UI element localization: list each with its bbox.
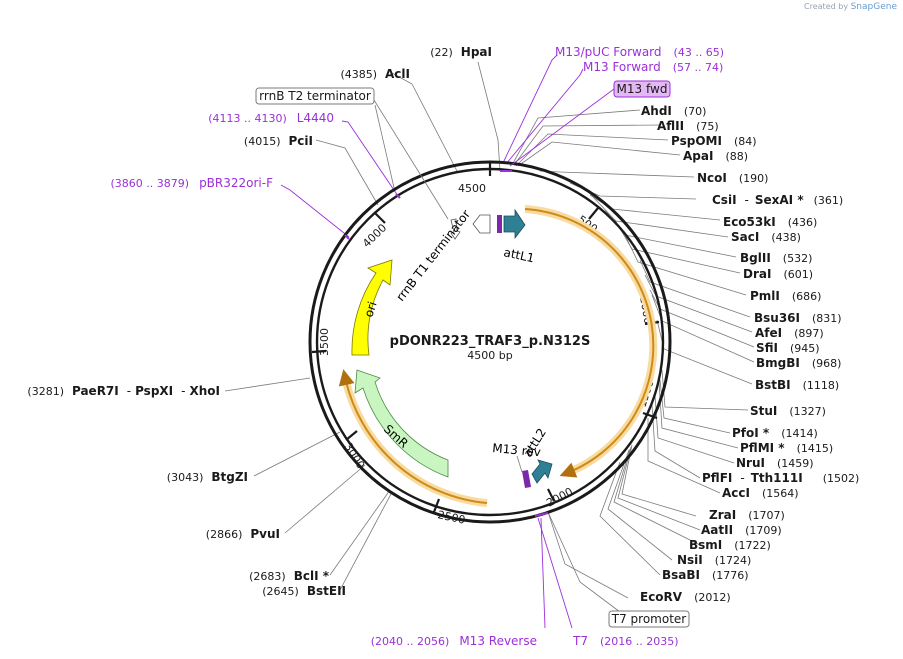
attl2-feature bbox=[531, 459, 553, 484]
m13-fwd-leader bbox=[509, 88, 615, 167]
primer-m13puc-forward: M13/pUC Forward(43 .. 65) bbox=[555, 45, 724, 59]
enzyme-label-aflii: AflII(75) bbox=[657, 119, 719, 133]
tick-marks bbox=[311, 162, 660, 513]
enzyme-label-bglii: BglII(532) bbox=[740, 251, 812, 265]
enzyme-label-pspomi: PspOMI(84) bbox=[671, 134, 757, 148]
attl2-marker bbox=[522, 470, 531, 488]
primer-l4440: (4113 .. 4130)L4440 bbox=[208, 111, 334, 125]
orf-arc bbox=[338, 205, 658, 507]
primer-m13-reverse: (2040 .. 2056)M13 Reverse bbox=[371, 634, 537, 648]
enzyme-label-drai: DraI(601) bbox=[743, 267, 813, 281]
enzyme-label-apai: ApaI(88) bbox=[683, 149, 748, 163]
tick-label-3500: 3500 bbox=[318, 328, 331, 356]
plasmid-name: pDONR223_TRAF3_p.N312S bbox=[390, 334, 591, 349]
enzyme-label-btgzi: (3043)BtgZI bbox=[167, 470, 248, 484]
primer-markers bbox=[344, 170, 549, 517]
boxed-labels: M13 fwd rrnB T2 terminator T7 promoter bbox=[255, 80, 690, 628]
enzyme-label-pvui: (2866)PvuI bbox=[206, 527, 280, 541]
enzyme-label-acci: AccI(1564) bbox=[722, 486, 799, 500]
enzyme-label-stui: StuI(1327) bbox=[750, 404, 826, 418]
enzyme-label-eco53ki: Eco53kI(436) bbox=[723, 215, 817, 229]
tick-label-4000: 4000 bbox=[360, 221, 389, 250]
attl1-label: attL1 bbox=[502, 245, 535, 265]
attl1-marker bbox=[497, 215, 502, 233]
enzyme-label-afei: AfeI(897) bbox=[755, 326, 824, 340]
enzyme-label-sfii: SfiI(945) bbox=[756, 341, 820, 355]
enzyme-label-paer7i-pspxi-xhoi: (3281)PaeR7I-PspXI-XhoI bbox=[27, 384, 220, 398]
rrnb-t2-leader bbox=[373, 99, 449, 220]
enzyme-label-pflfi-tth111i: PflFI-Tth111I(1502) bbox=[702, 471, 859, 485]
primer-leader-lines bbox=[280, 54, 584, 629]
rrnb-t2-box bbox=[255, 87, 375, 105]
m13rev-label: M13 rev bbox=[492, 441, 542, 459]
enzyme-label-ahdi: AhdI(70) bbox=[641, 104, 706, 118]
enzyme-label-ncoi: NcoI(190) bbox=[697, 171, 768, 185]
enzyme-label-bcli: (2683)BclI * bbox=[249, 569, 330, 583]
smr-feature bbox=[354, 369, 449, 478]
enzyme-label-bmgbi: BmgBI(968) bbox=[756, 356, 841, 370]
enzyme-label-hpai: (22)HpaI bbox=[430, 45, 492, 59]
enzyme-label-saci: SacI(438) bbox=[731, 230, 801, 244]
credit-brand: SnapGene bbox=[850, 2, 897, 12]
m13-fwd-box-label: M13 fwd bbox=[617, 82, 668, 96]
left-enzyme-labels: (22)HpaI (4385)AclI (4015)PciI (3281)Pae… bbox=[27, 45, 492, 598]
primer-labels: M13/pUC Forward(43 .. 65) M13 Forward(57… bbox=[111, 45, 725, 648]
credit-prefix: Created by bbox=[804, 2, 849, 11]
enzyme-label-bsu36i: Bsu36I(831) bbox=[754, 311, 842, 325]
enzyme-label-bsteii: (2645)BstEII bbox=[262, 584, 346, 598]
tick-label-3000: 3000 bbox=[341, 441, 367, 472]
right-enzyme-labels: AhdI(70) AflII(75) PspOMI(84) ApaI(88) N… bbox=[640, 104, 859, 604]
m13rev-leader bbox=[516, 455, 523, 473]
enzyme-label-nsii: NsiI(1724) bbox=[677, 553, 751, 567]
snapgene-credit: Created by SnapGene bbox=[804, 2, 897, 12]
enzyme-label-pflmi: PflMI *(1415) bbox=[740, 441, 833, 455]
ori-label: ori bbox=[362, 300, 380, 319]
ori-feature bbox=[351, 259, 393, 356]
enzyme-label-pcii: (4015)PciI bbox=[244, 134, 313, 148]
enzyme-label-nrui: NruI(1459) bbox=[736, 456, 814, 470]
enzyme-label-bsabi: BsaBI(1776) bbox=[662, 568, 749, 582]
enzyme-label-bstbi: BstBI(1118) bbox=[755, 378, 839, 392]
enzyme-label-zrai: ZraI(1707) bbox=[709, 508, 785, 522]
t7-promoter-box bbox=[608, 610, 690, 628]
primer-pbr322ori-f: (3860 .. 3879)pBR322ori-F bbox=[111, 176, 274, 190]
attl1-feature bbox=[503, 208, 526, 240]
plasmid-length: 4500 bp bbox=[467, 349, 512, 362]
enzyme-label-ecorv: EcoRV(2012) bbox=[640, 590, 731, 604]
primer-t7: T7(2016 .. 2035) bbox=[572, 634, 679, 648]
rrnb-t1-arrows bbox=[450, 214, 491, 240]
tick-label-2500: 2500 bbox=[436, 508, 466, 527]
enzyme-label-aatii: AatII(1709) bbox=[701, 523, 782, 537]
primer-m13-forward: M13 Forward(57 .. 74) bbox=[583, 60, 723, 74]
enzyme-label-pfoi: PfoI *(1414) bbox=[732, 426, 818, 440]
enzyme-label-csii-sexai: CsiI-SexAI *(361) bbox=[712, 193, 843, 207]
tick-label-4500: 4500 bbox=[458, 182, 486, 195]
rrnb-t2-box-label: rrnB T2 terminator bbox=[259, 89, 371, 103]
enzyme-label-pmli: PmlI(686) bbox=[750, 289, 821, 303]
enzyme-label-acli: (4385)AclI bbox=[340, 67, 410, 81]
enzyme-label-bsmi: BsmI(1722) bbox=[689, 538, 771, 552]
rrnb-t1-label: rrnB T1 terminator bbox=[393, 207, 473, 304]
t7-promoter-box-label: T7 promoter bbox=[611, 612, 687, 626]
